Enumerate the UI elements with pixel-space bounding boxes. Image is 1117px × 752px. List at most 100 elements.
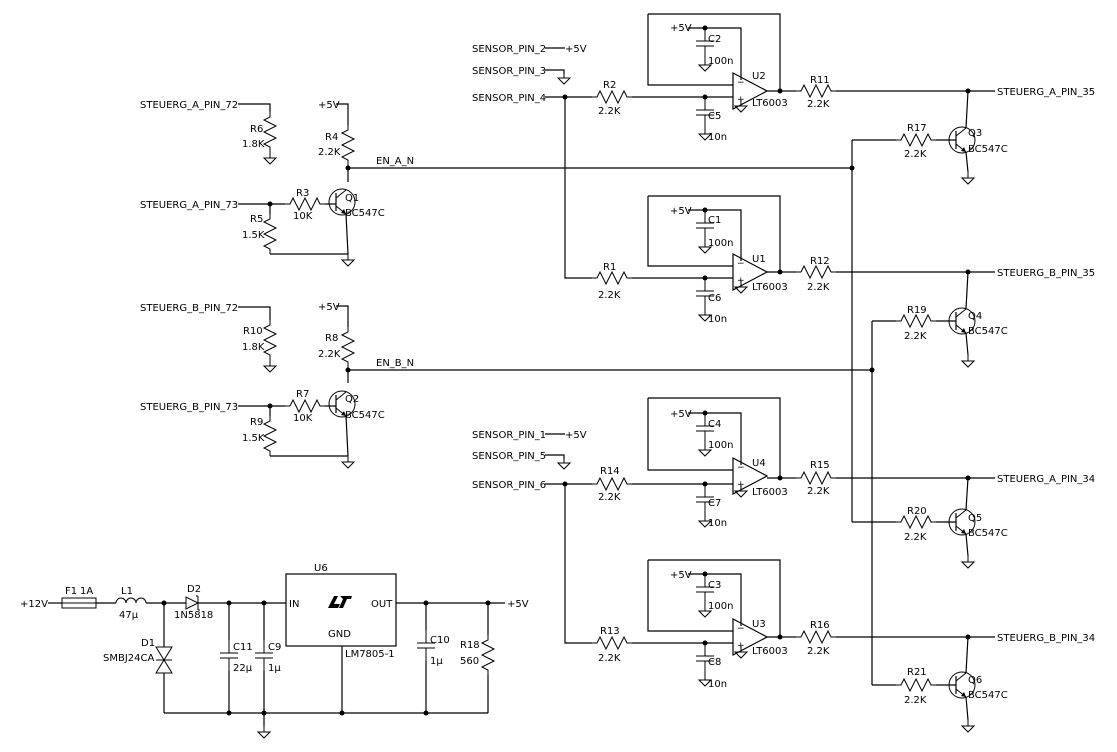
net-steuerg-b-72: STEUERG_B_PIN_72 [140, 303, 238, 314]
r4-ref: R4 [325, 132, 338, 143]
c6-val: 10n [708, 314, 727, 325]
r2-ref: R2 [603, 80, 616, 91]
u6-pin-in: IN [289, 599, 299, 610]
r6-val: 1.8K [242, 139, 265, 150]
r20-val: 2.2K [904, 532, 927, 543]
r18-ref: R18 [460, 640, 480, 651]
q1-val: BC547C [345, 208, 385, 219]
net-steuerg-a-72: STEUERG_A_PIN_72 [140, 100, 238, 111]
v5-c3: +5V [670, 570, 692, 581]
r13-ref: R13 [600, 626, 620, 637]
r11-ref: R11 [810, 75, 830, 86]
c5-ref: C5 [708, 111, 721, 122]
net-steuerg-b-34: STEUERG_B_PIN_34 [997, 633, 1095, 644]
r20-ref: R20 [907, 506, 927, 517]
r1-ref: R1 [603, 262, 616, 273]
r21-ref: R21 [907, 667, 927, 678]
r5-val: 1.5K [242, 230, 265, 241]
l1-ref: L1 [121, 586, 133, 597]
r8-ref: R8 [325, 333, 338, 344]
c10-ref: C10 [430, 635, 450, 646]
r2-val: 2.2K [598, 106, 621, 117]
v5-c4: +5V [670, 409, 692, 420]
c4-val: 100n [708, 440, 733, 451]
u6-pin-gnd: GND [328, 629, 351, 640]
r14-val: 2.2K [598, 492, 621, 503]
q4-val: BC547C [968, 326, 1008, 337]
q3-val: BC547C [968, 144, 1008, 155]
r15-ref: R15 [810, 460, 830, 471]
r3-ref: R3 [296, 188, 309, 199]
c11-val: 22µ [233, 663, 253, 674]
net-sensor-5: SENSOR_PIN_5 [472, 451, 546, 462]
u6-pin-out: OUT [371, 599, 393, 610]
u1-val: LT6003 [752, 282, 788, 293]
net-en-a: EN_A_N [376, 156, 414, 167]
r16-val: 2.2K [807, 646, 830, 657]
u1-ref: U1 [752, 254, 766, 265]
net-steuerg-b-73: STEUERG_B_PIN_73 [140, 402, 238, 413]
r10-val: 1.8K [242, 342, 265, 353]
net-sensor-2: SENSOR_PIN_2 [472, 44, 546, 55]
v5-c1: +5V [670, 206, 692, 217]
q5-val: BC547C [968, 528, 1008, 539]
r19-val: 2.2K [904, 331, 927, 342]
r4-val: 2.2K [318, 147, 341, 158]
c5-val: 10n [708, 132, 727, 143]
q2-val: BC547C [345, 410, 385, 421]
d1-val: SMBJ24CA [103, 653, 154, 664]
r7-ref: R7 [296, 389, 309, 400]
r21-val: 2.2K [904, 695, 927, 706]
c9-ref: C9 [268, 642, 281, 653]
d1-ref: D1 [141, 638, 155, 649]
r6-ref: R6 [250, 124, 263, 135]
net-sensor-6: SENSOR_PIN_6 [472, 480, 546, 491]
c10-val: 1µ [430, 656, 443, 667]
r7-val: 10K [293, 413, 313, 424]
net-12v: +12V [20, 599, 48, 610]
r19-ref: R19 [907, 305, 927, 316]
u6-ref: U6 [314, 563, 328, 574]
r11-val: 2.2K [807, 99, 830, 110]
v5-q1: +5V [318, 100, 340, 111]
c3-ref: C3 [708, 580, 721, 591]
c6-ref: C6 [708, 293, 721, 304]
q6-ref: Q6 [968, 675, 982, 686]
v5-out: +5V [507, 599, 529, 610]
c2-ref: C2 [708, 34, 721, 45]
r17-ref: R17 [907, 123, 927, 134]
c2-val: 100n [708, 56, 733, 67]
net-steuerg-a-73: STEUERG_A_PIN_73 [140, 200, 238, 211]
c8-val: 10n [708, 679, 727, 690]
u6-val: LM7805-1 [345, 649, 395, 660]
q6-val: BC547C [968, 690, 1008, 701]
q1-ref: Q1 [345, 193, 359, 204]
r14-ref: R14 [600, 466, 620, 477]
u4-ref: U4 [752, 458, 766, 469]
net-sensor-4: SENSOR_PIN_4 [472, 93, 546, 104]
u3-ref: U3 [752, 619, 766, 630]
r17-val: 2.2K [904, 149, 927, 160]
c4-ref: C4 [708, 419, 721, 430]
c7-val: 10n [708, 518, 727, 529]
r5-ref: R5 [250, 214, 263, 225]
net-steuerg-a-34: STEUERG_A_PIN_34 [997, 474, 1095, 485]
q3-ref: Q3 [968, 128, 982, 139]
v5-sensor1: +5V [565, 430, 587, 441]
r12-ref: R12 [810, 256, 830, 267]
r9-val: 1.5K [242, 433, 265, 444]
c1-ref: C1 [708, 215, 721, 226]
q4-ref: Q4 [968, 311, 982, 322]
v5-c2: +5V [670, 23, 692, 34]
r10-ref: R10 [243, 326, 263, 337]
r1-val: 2.2K [598, 290, 621, 301]
c1-val: 100n [708, 238, 733, 249]
c9-val: 1µ [268, 663, 281, 674]
r9-ref: R9 [250, 417, 263, 428]
net-en-b: EN_B_N [376, 358, 414, 369]
r15-val: 2.2K [807, 486, 830, 497]
c11-ref: C11 [233, 642, 253, 653]
f1-val: 1A [80, 586, 93, 597]
net-sensor-3: SENSOR_PIN_3 [472, 66, 546, 77]
